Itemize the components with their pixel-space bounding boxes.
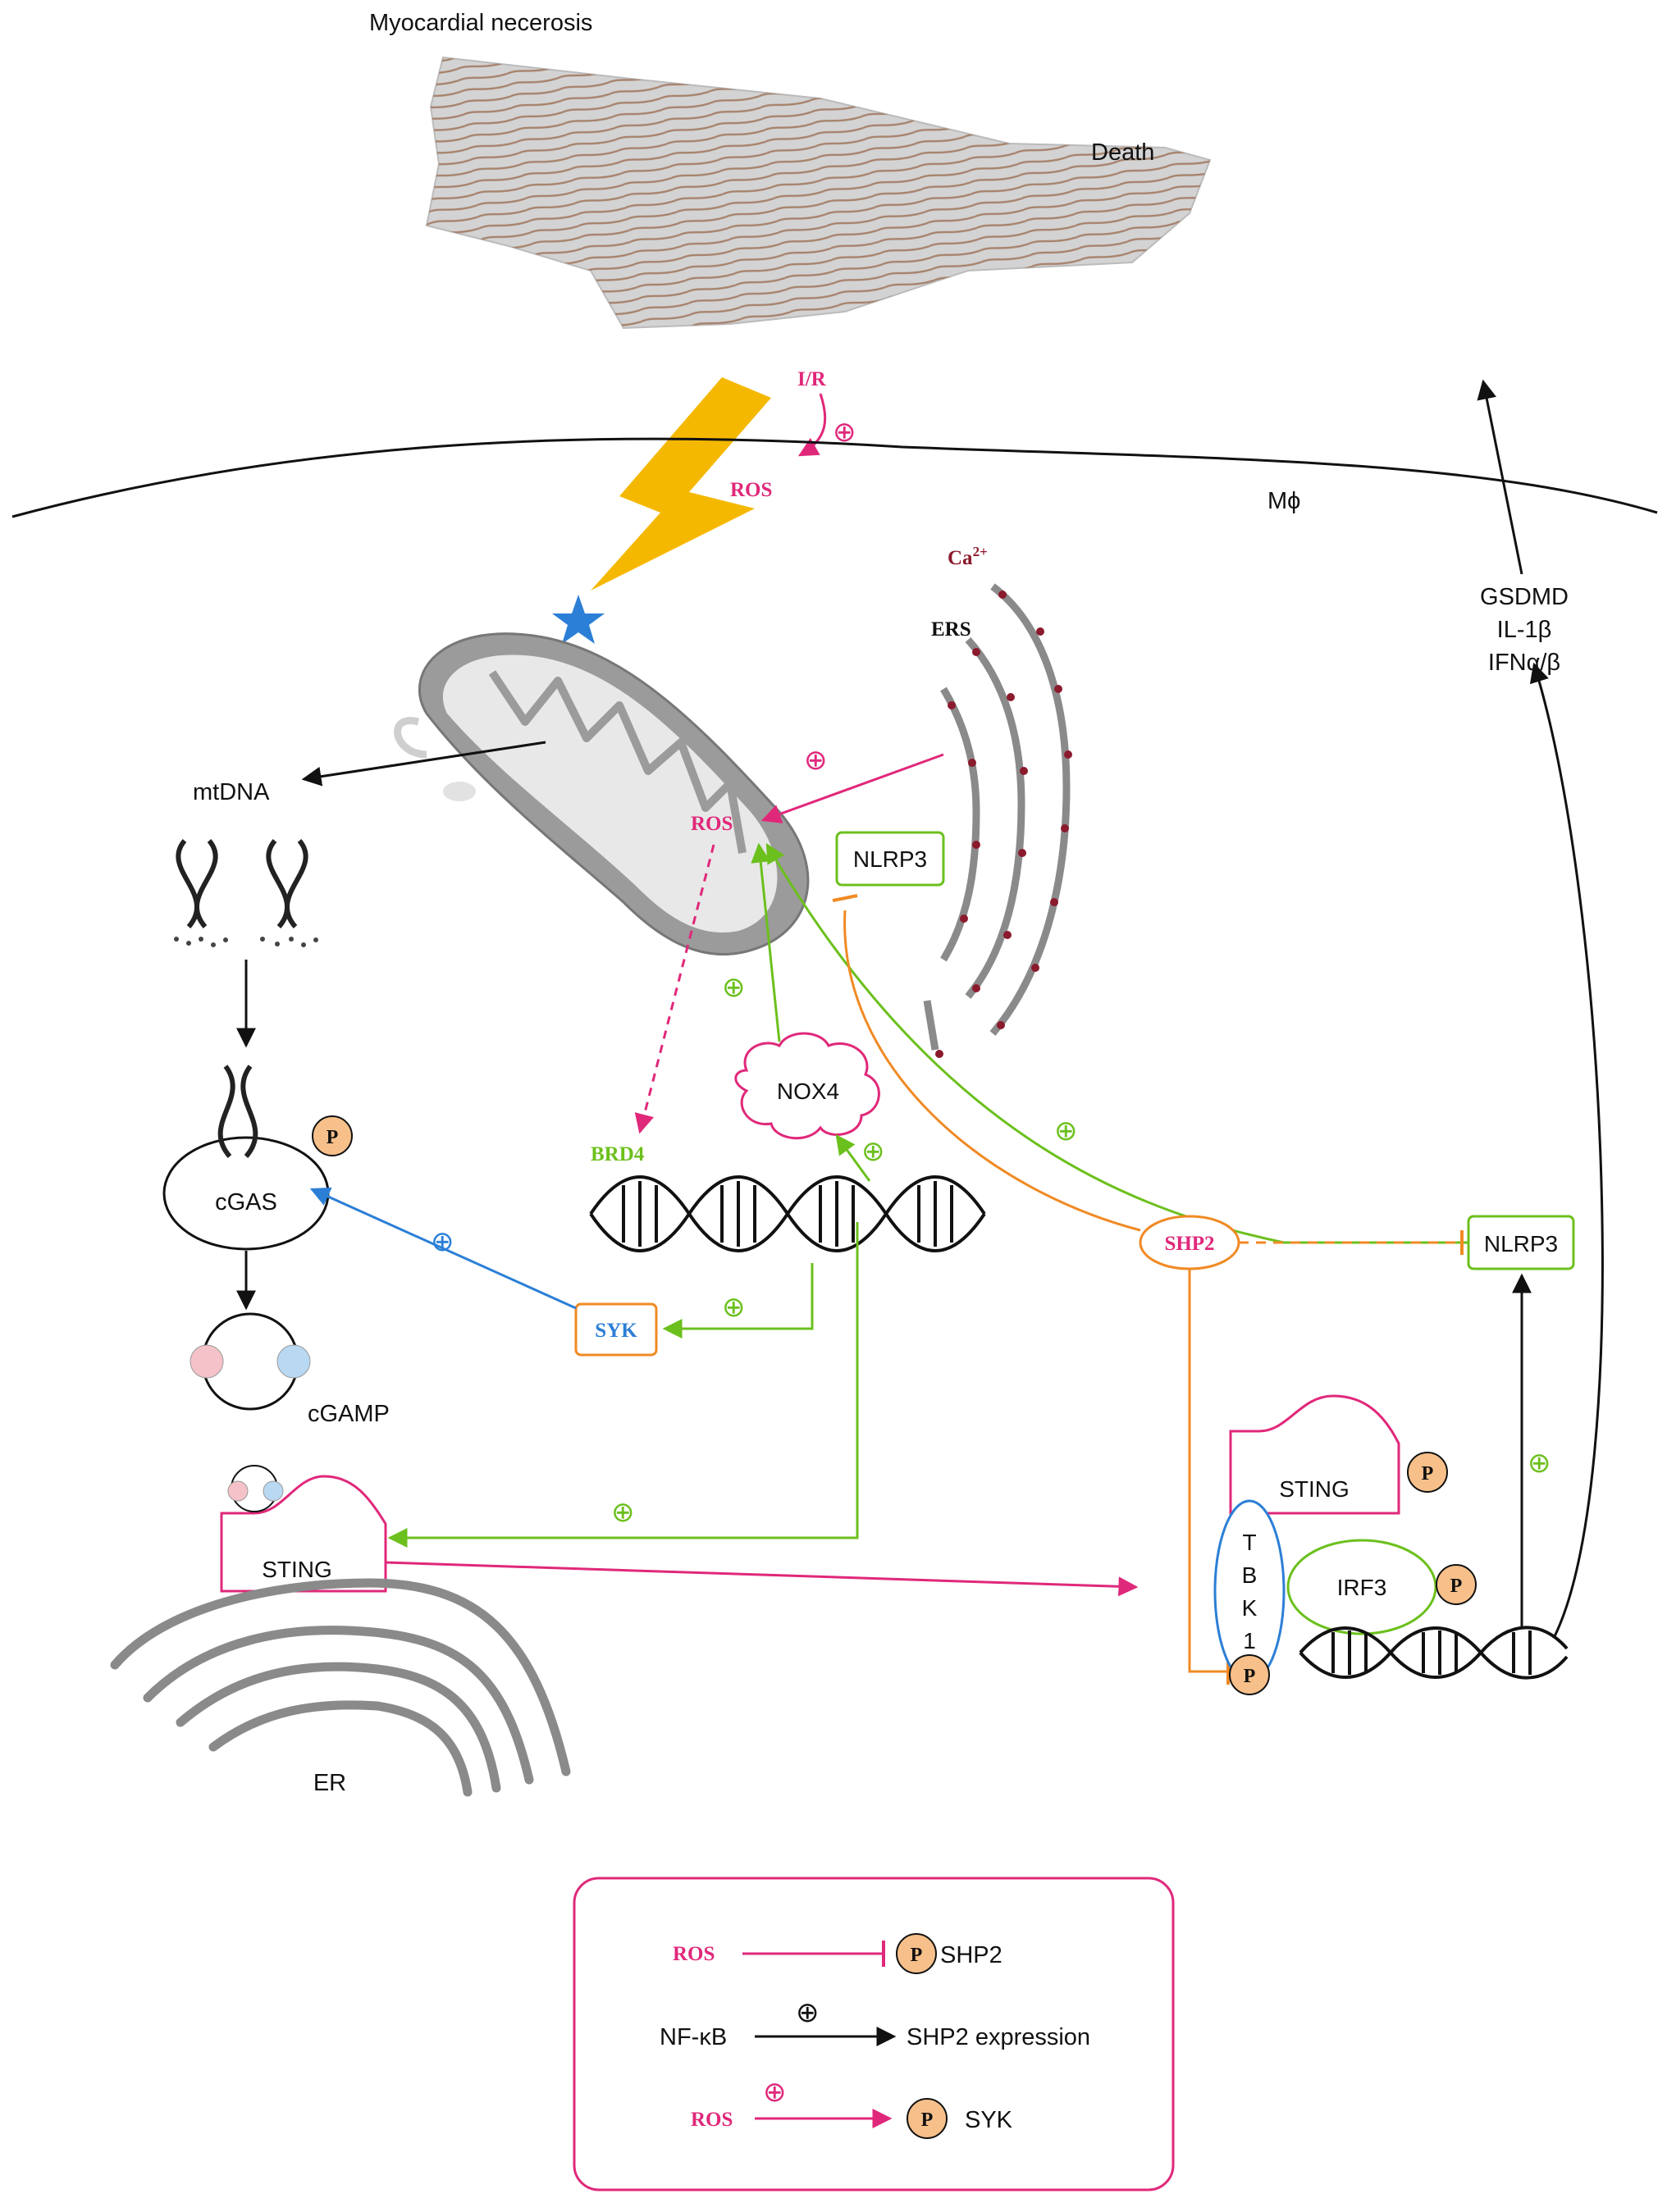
nox4-cloud [734, 1032, 880, 1140]
dna-nox4-plus-sign: ⊕ [861, 1136, 885, 1167]
ros-mito-label: ROS [691, 813, 733, 835]
nlrp3-mito-box [835, 831, 945, 887]
mitochondrion [394, 632, 810, 955]
myocardial-tissue [425, 56, 1212, 330]
gsdmd-label: GSDMD [1480, 584, 1569, 610]
sting-cgamp-left-dot [227, 1480, 249, 1502]
cgas-phospho-label: P [327, 1127, 339, 1148]
lightning-bolt-icon [591, 377, 771, 591]
legend-row1-right: SHP2 [940, 1942, 1002, 1968]
tbk1-letter-1: 1 [1243, 1628, 1256, 1653]
legend-row1-phospho-icon [896, 1933, 937, 1974]
cgamp-left-dot [190, 1344, 224, 1379]
calcium-label: Ca2+ [948, 544, 988, 569]
nlrp3-ros-plus-sign: ⊕ [1054, 1115, 1078, 1147]
shp2-label: SHP2 [1164, 1233, 1214, 1255]
legend-row3-left: ROS [691, 2109, 733, 2131]
death-label: Death [1091, 139, 1154, 166]
dna-syk-plus-sign: ⊕ [722, 1292, 746, 1323]
cgas-phospho-icon [312, 1115, 353, 1156]
cgas-complex [162, 1065, 330, 1251]
calcium-text: Ca [948, 547, 973, 569]
brd4-label: BRD4 [591, 1143, 645, 1165]
legend-row3-phospho-icon [907, 2098, 948, 2139]
il1b-label: IL-1β [1497, 617, 1552, 643]
syk-cgas-plus-sign: ⊕ [431, 1226, 454, 1257]
irf3-phospho-icon [1436, 1564, 1477, 1605]
legend-row2-left: NF-κB [660, 2024, 727, 2050]
er-stress-structure [923, 583, 1071, 1051]
ros-top-label: ROS [730, 479, 772, 501]
tbk1-phospho-label: P [1244, 1666, 1256, 1687]
ir-label: I/R [797, 368, 827, 390]
cgamp-label: cGAMP [308, 1401, 390, 1427]
central-dna-helix [589, 1175, 986, 1252]
legend-row3-right: SYK [965, 2107, 1013, 2133]
sting-left-shape [220, 1475, 387, 1593]
tbk1-letter-k: K [1242, 1595, 1258, 1621]
legend-row2-right: SHP2 expression [907, 2024, 1090, 2050]
irf3-ellipse [1286, 1539, 1437, 1635]
legend-box [573, 1877, 1175, 2191]
dna-nlrp3-plus-sign: ⊕ [1528, 1448, 1551, 1479]
mtdna-label: mtDNA [193, 779, 270, 805]
irf3-label: IRF3 [1337, 1575, 1387, 1600]
legend-row3-phospho-label: P [921, 2109, 934, 2131]
cgamp-right-dot [276, 1344, 311, 1379]
calcium-superscript: 2+ [973, 544, 988, 559]
sting-cgamp-right-dot [263, 1480, 284, 1502]
calcium-dots [935, 591, 1072, 1058]
nlrp3-right-box [1467, 1215, 1575, 1270]
macrophage-label: Mϕ [1267, 488, 1300, 514]
sting-right-shape [1229, 1394, 1400, 1515]
dna-sting-plus-sign: ⊕ [611, 1497, 635, 1528]
tbk1-phospho-icon [1229, 1654, 1270, 1695]
irf3-phospho-label: P [1450, 1576, 1463, 1597]
nox4-plus-sign: ⊕ [722, 972, 746, 1003]
star-icon [552, 595, 605, 644]
mtdna-helices [176, 839, 308, 928]
sting-phospho-label: P [1422, 1463, 1434, 1485]
nox4-label: NOX4 [777, 1079, 839, 1104]
sting-left-label: STING [262, 1557, 332, 1582]
ifn-label: IFNα/β [1488, 650, 1560, 676]
ers-label: ERS [931, 618, 971, 641]
nlrp3-right-label: NLRP3 [1484, 1231, 1558, 1257]
ers-plus-sign: ⊕ [804, 745, 828, 776]
tbk1-letter-b: B [1242, 1562, 1258, 1588]
legend-row1-phospho-label: P [911, 1945, 923, 1966]
myocardial-necrosis-label: Myocardial necerosis [369, 10, 592, 36]
tbk1-letter-t: T [1242, 1530, 1256, 1555]
nlrp3-mito-label: NLRP3 [853, 846, 927, 872]
er-label: ER [313, 1770, 346, 1796]
mtdna-fragments [174, 937, 318, 947]
syk-label: SYK [595, 1320, 637, 1342]
legend-row2-plus-sign: ⊕ [796, 1997, 820, 2028]
sting-phospho-icon [1407, 1452, 1448, 1493]
cgas-label: cGAS [215, 1189, 277, 1215]
syk-box [574, 1302, 658, 1357]
er-bottom-structure [110, 1578, 571, 1797]
legend-row3-plus-sign: ⊕ [763, 2077, 787, 2108]
right-dna-helix [1299, 1626, 1569, 1680]
sting-right-label: STING [1279, 1476, 1350, 1502]
legend-row1-left: ROS [673, 1943, 715, 1965]
cell-membrane [11, 437, 1658, 518]
